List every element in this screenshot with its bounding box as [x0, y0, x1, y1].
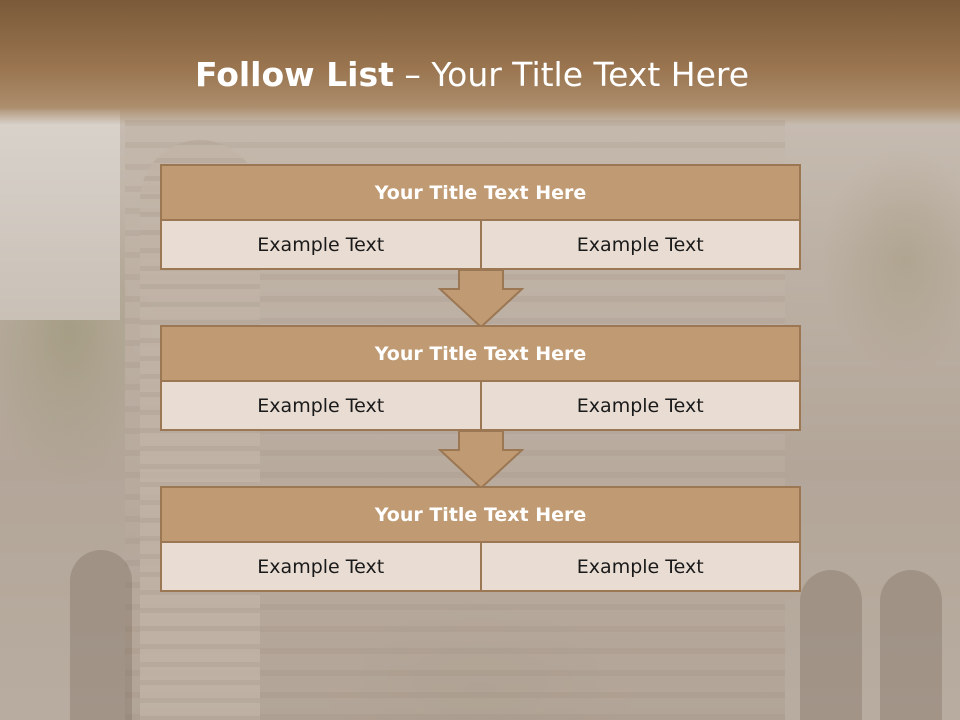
header-band [0, 0, 960, 125]
background-arch [880, 570, 942, 720]
flow-block-cell-right: Example Text [481, 382, 801, 431]
flow-block-cell-left: Example Text [160, 382, 482, 431]
background-arch [70, 550, 132, 720]
flow-block-3: Your Title Text Here Example Text Exampl… [160, 486, 801, 592]
down-arrow-icon [438, 270, 524, 328]
flow-block-row: Example Text Example Text [160, 221, 801, 270]
flow-block-cell-right: Example Text [481, 543, 801, 592]
flow-block-cell-left: Example Text [160, 221, 482, 270]
flow-block-2: Your Title Text Here Example Text Exampl… [160, 325, 801, 431]
flow-block-title: Your Title Text Here [160, 325, 801, 382]
slide-title-bold: Follow List [194, 55, 394, 94]
flow-block-cell-left: Example Text [160, 543, 482, 592]
flow-block-title: Your Title Text Here [160, 164, 801, 221]
flow-block-row: Example Text Example Text [160, 543, 801, 592]
slide-title-rest: – Your Title Text Here [393, 55, 750, 94]
down-arrow-icon [438, 431, 524, 489]
slide-title: Follow List – Your Title Text Here [0, 52, 944, 98]
background-arch [800, 570, 862, 720]
flow-block-1: Your Title Text Here Example Text Exampl… [160, 164, 801, 270]
background-sky [0, 110, 120, 320]
flow-block-title: Your Title Text Here [160, 486, 801, 543]
flow-block-row: Example Text Example Text [160, 382, 801, 431]
flow-block-cell-right: Example Text [481, 221, 801, 270]
